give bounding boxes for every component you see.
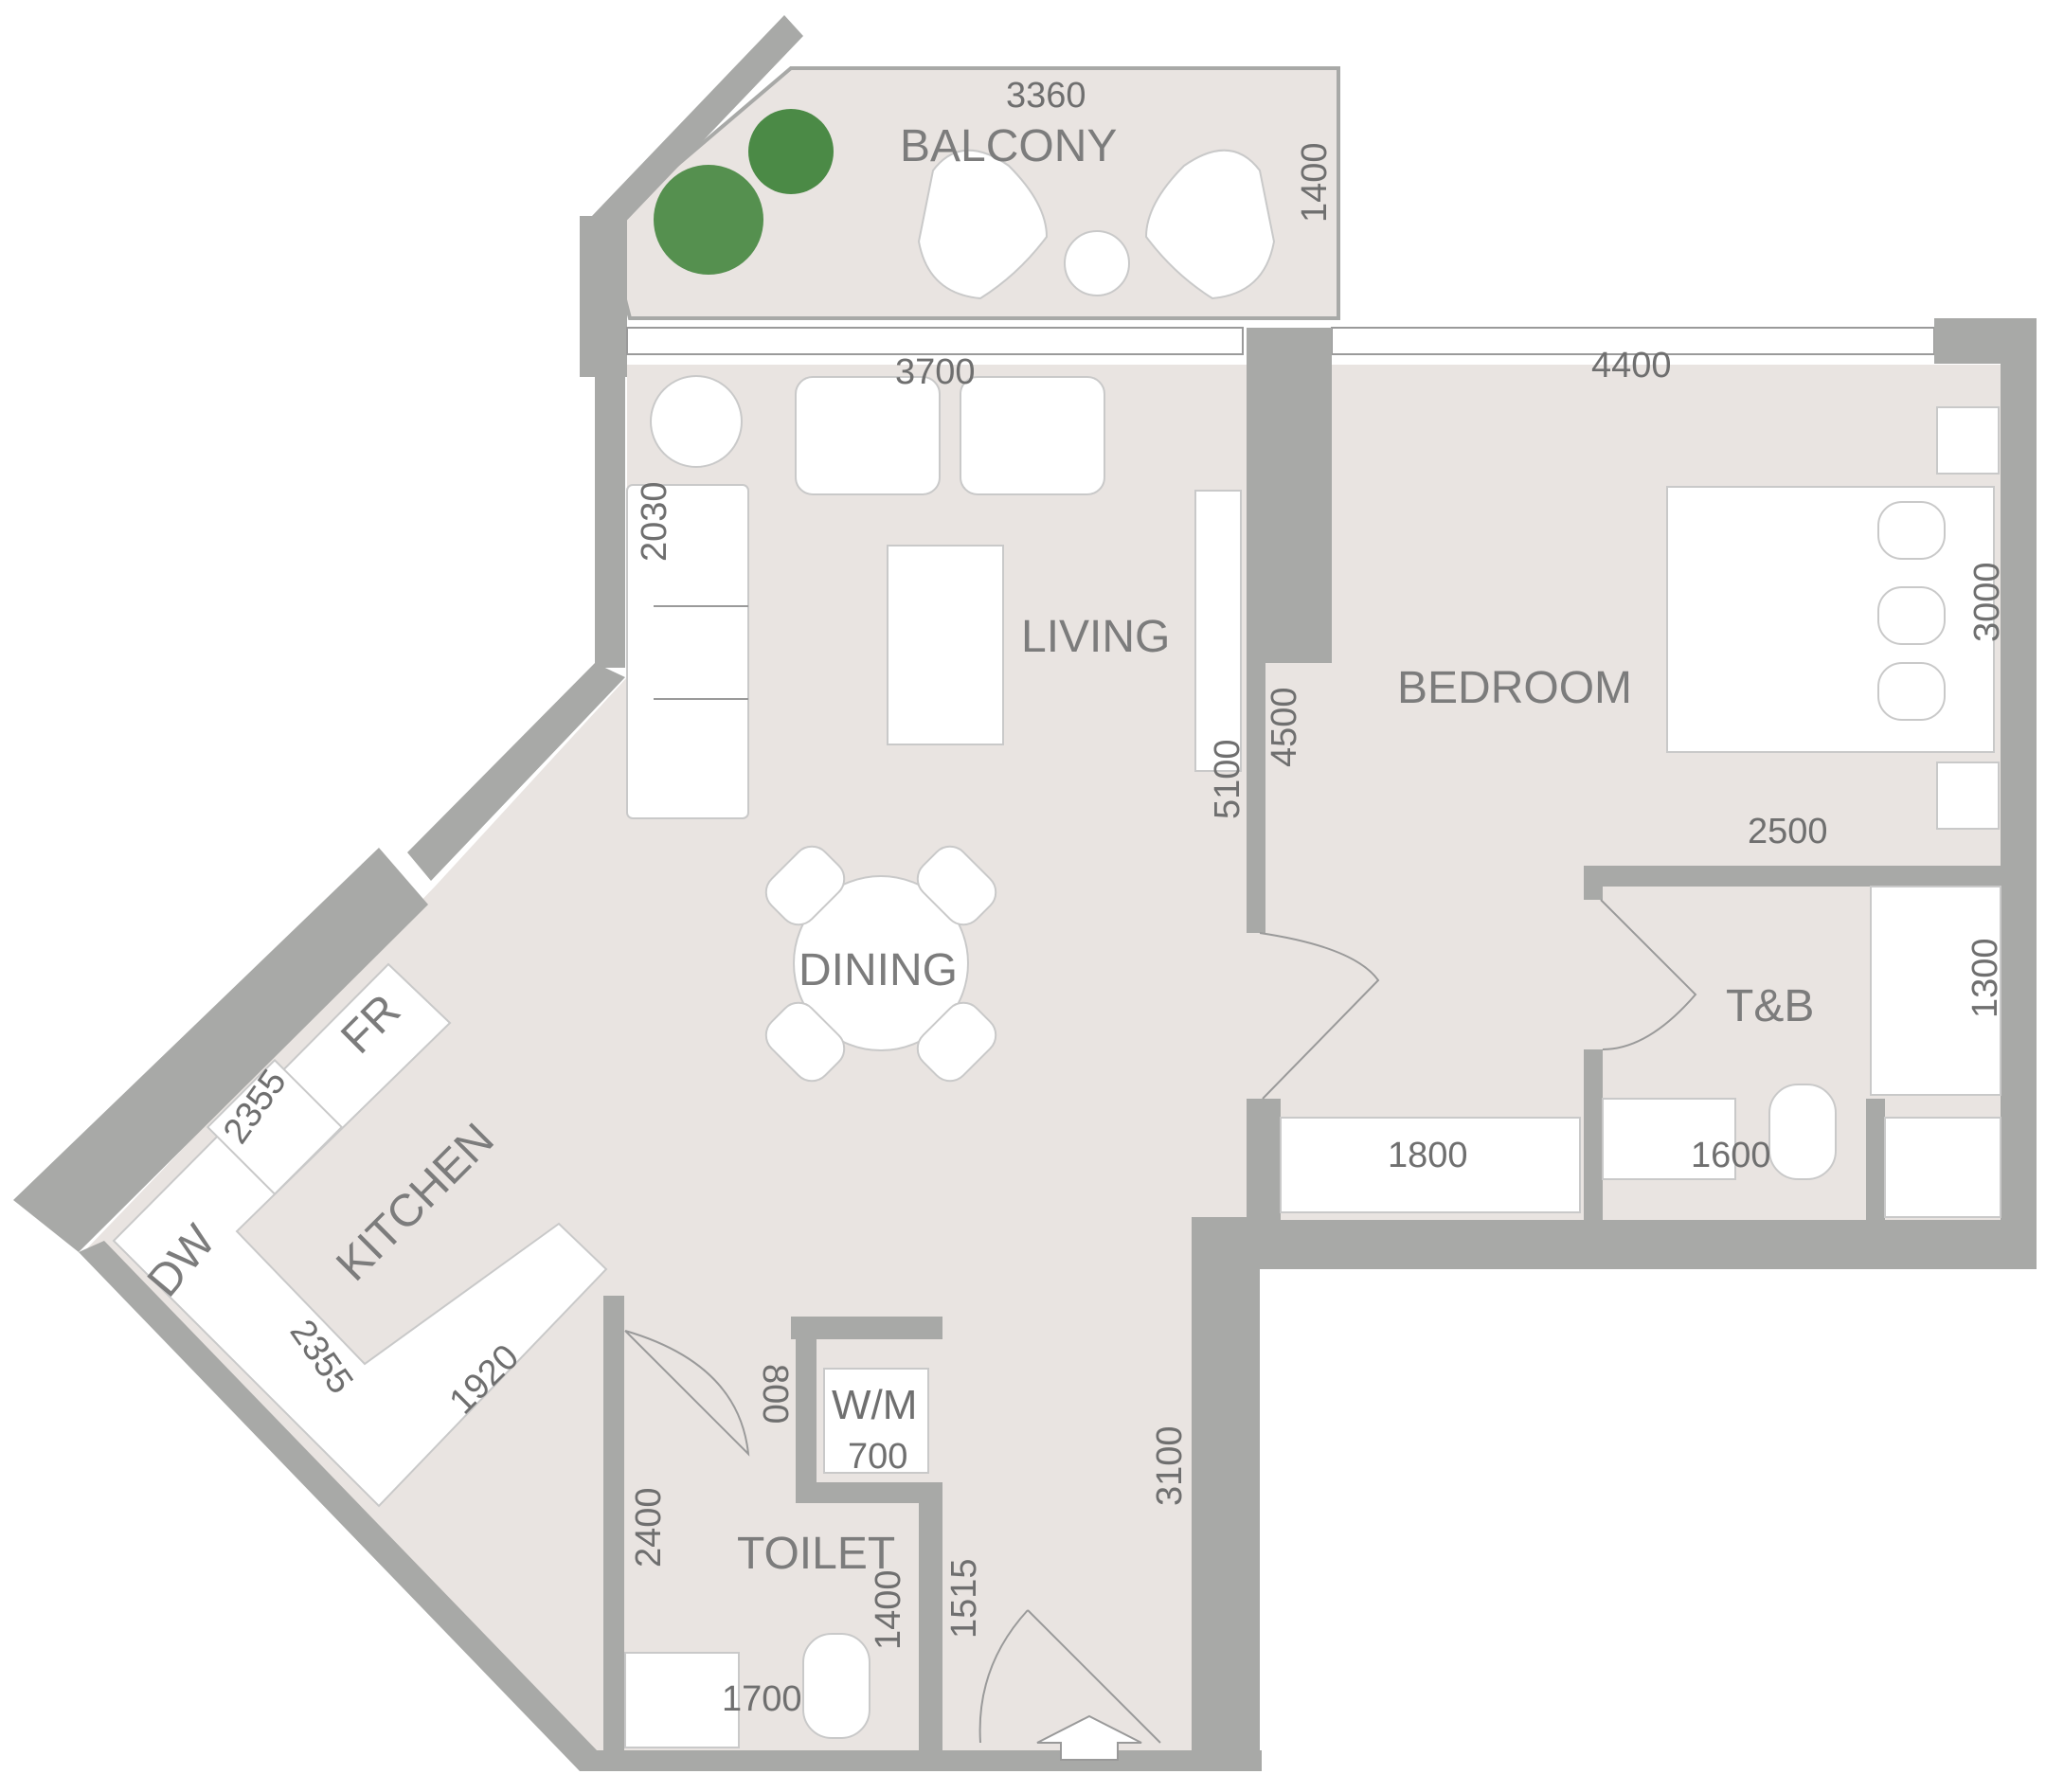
nightstand [1936, 406, 2000, 475]
living-left-wall [595, 327, 625, 668]
balcony-table [1064, 230, 1130, 296]
dim-sofa: 2030 [635, 481, 674, 562]
label-washing-machine: W/M [832, 1382, 917, 1428]
balcony-corner-wall [580, 216, 627, 377]
bedroom-door-jamb [1247, 1099, 1281, 1222]
dim-wm-depth: 800 [755, 1364, 795, 1424]
plant-icon [654, 109, 834, 275]
entry-arrow-icon [1036, 1714, 1142, 1761]
armchair-icon [1144, 149, 1276, 300]
label-bedroom: BEDROOM [1397, 663, 1632, 713]
stove-icon [206, 1058, 344, 1196]
armchair-icon [795, 376, 941, 495]
toilet-door [624, 1330, 750, 1457]
toilet-left-wall [603, 1296, 624, 1750]
dim-bed: 3000 [1967, 562, 2007, 642]
lower-left-wall [79, 1241, 599, 1771]
armchair-icon [917, 149, 1049, 300]
dining-table [793, 875, 969, 1051]
dim-wm-width: 700 [848, 1437, 907, 1477]
dining-chairs [764, 845, 997, 1083]
living-bedroom-thin-wall [1247, 663, 1265, 933]
nightstand [1936, 762, 2000, 830]
tandb-left-wall-lower [1584, 1049, 1603, 1220]
dim-toilet-depth: 2400 [629, 1487, 669, 1568]
dim-living-width: 3700 [895, 352, 976, 392]
armchair-icon [960, 376, 1105, 495]
plant-icon [650, 375, 743, 468]
sink-icon [624, 1652, 740, 1748]
apartment-floor [87, 365, 2001, 1764]
coffee-table [887, 545, 1004, 745]
dim-toilet-width: 1700 [722, 1679, 802, 1719]
bedroom-right-wall [2001, 318, 2037, 1269]
dim-balcony-width: 3360 [1006, 76, 1086, 116]
kitchen-outer-wall [13, 848, 428, 1252]
tandb-door [1600, 899, 1697, 1050]
label-dining: DINING [799, 945, 958, 995]
kitchen-counter [112, 962, 608, 1508]
dim-tandb-shower: 1300 [1965, 938, 2005, 1018]
dim-living-depth: 5100 [1208, 739, 1247, 819]
living-diagonal-wall [407, 663, 625, 881]
sink-icon [1602, 1098, 1736, 1180]
bedroom-door [1259, 932, 1380, 1100]
dim-balcony-depth: 1400 [1295, 142, 1335, 223]
sofa [626, 484, 749, 819]
dim-entry-depth: 3100 [1150, 1425, 1190, 1506]
label-toilet: TOILET [737, 1529, 895, 1579]
shaft [1884, 1117, 2001, 1218]
wardrobe [1280, 1117, 1581, 1213]
toilet-right-wall [919, 1482, 942, 1750]
entry-door [978, 1609, 1161, 1744]
wc-icon [802, 1633, 870, 1739]
dim-wardrobe: 1800 [1388, 1136, 1468, 1175]
label-balcony: BALCONY [900, 121, 1117, 171]
tandb-left-wall-upper [1584, 866, 1603, 900]
entry-right-wall [1192, 1217, 1260, 1771]
washing-machine [823, 1368, 929, 1474]
dim-bedroom-width: 4400 [1591, 346, 1672, 385]
dim-toilet-inner: 1400 [869, 1569, 908, 1650]
dim-tandb-width: 1600 [1691, 1136, 1771, 1175]
wc-icon [1768, 1084, 1837, 1180]
bedroom-bottom-wall [1192, 1220, 2037, 1269]
tandb-top-wall [1584, 866, 2001, 887]
label-tandb: T&B [1726, 981, 1814, 1031]
wm-bottom-wall [796, 1482, 942, 1503]
dim-bedroom-lower: 2500 [1748, 812, 1828, 851]
living-bedroom-partition [1247, 328, 1332, 663]
tv-unit [1194, 490, 1242, 772]
shower-icon [1870, 886, 2001, 1096]
balcony-diagonal-wall [592, 15, 803, 232]
bottom-wall [580, 1750, 1262, 1771]
dim-bedroom-depth: 4500 [1265, 687, 1304, 767]
label-living: LIVING [1021, 612, 1170, 662]
dim-corridor: 1515 [944, 1558, 984, 1639]
bedroom-window-corner [1934, 318, 2037, 364]
shower-wall [1866, 1099, 1885, 1222]
window-living [626, 327, 1244, 355]
wm-left-wall [796, 1317, 817, 1501]
